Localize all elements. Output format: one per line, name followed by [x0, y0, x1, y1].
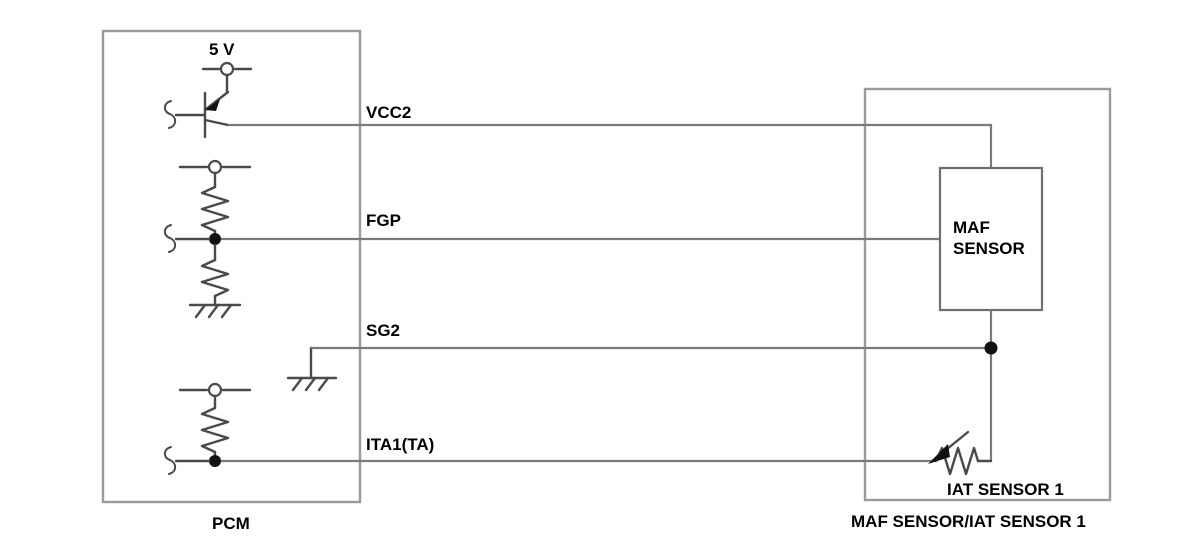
wire-vcc2-path	[228, 123, 993, 168]
ita1-junction-dot	[209, 455, 221, 467]
ita1-supply-node	[207, 382, 223, 398]
sensor-assembly-module	[863, 87, 1112, 502]
fgp-supply-node	[207, 159, 223, 175]
iat-sensor-thermistor	[928, 430, 993, 476]
transistor-emitter-lead	[203, 90, 230, 112]
ground-sg2-hatch-2	[304, 376, 317, 392]
wire-sg2	[311, 310, 998, 461]
sensor-assembly-caption: MAF SENSOR/IAT SENSOR 1	[851, 512, 1086, 531]
signal-label-fgp: FGP	[366, 211, 401, 230]
thermistor-iat-arrow-head	[928, 444, 950, 464]
pcm-caption: PCM	[212, 514, 250, 533]
supply-terminal-node	[219, 61, 235, 77]
supply-label-5v: 5 V	[209, 40, 235, 59]
pnp-transistor	[174, 90, 230, 139]
ground-fgp-hatch-2	[207, 303, 220, 319]
ground-sg2-hatch-3	[317, 376, 330, 392]
transistor-collector-lead	[203, 118, 230, 127]
ground-sg2	[286, 376, 338, 392]
maf-sensor-box	[938, 166, 1044, 312]
pcm-module	[101, 29, 362, 504]
pcm-pin-ita1	[163, 446, 211, 475]
pcm-pin-fgp-squiggle	[163, 224, 177, 253]
pcm-pin-ita1-squiggle	[163, 446, 177, 475]
transistor-emitter-arrow	[205, 99, 220, 111]
sensor-assembly-box	[863, 87, 1112, 502]
pulldown-resistor-fgp	[200, 258, 230, 298]
wire-vcc2	[228, 123, 993, 168]
signal-label-ita1: ITA1(TA)	[366, 435, 434, 454]
sg2-ground-network	[286, 346, 338, 392]
maf-sensor-label-line1: MAF	[953, 218, 990, 237]
fgp-divider-network	[178, 159, 252, 319]
pullup-resistor-ita1	[200, 406, 230, 454]
pcm-pin-vcc2	[163, 100, 177, 129]
signal-label-sg2: SG2	[366, 321, 400, 340]
pullup-resistor-fgp	[200, 185, 230, 233]
maf-sensor: MAF SENSOR	[938, 166, 1044, 312]
ita1-pullup-network	[178, 382, 252, 467]
pcm-pin-vcc2-squiggle	[163, 100, 177, 129]
maf-sensor-label-line2: SENSOR	[953, 239, 1025, 258]
iat-sensor-caption: IAT SENSOR 1	[947, 480, 1064, 499]
pcm-box	[101, 29, 362, 504]
signal-label-vcc2: VCC2	[366, 103, 411, 122]
sg2-junction-dot	[984, 341, 998, 355]
ground-fgp-hatch-1	[194, 303, 207, 319]
pcm-pin-fgp	[163, 224, 211, 253]
ground-fgp	[188, 303, 242, 319]
supply-terminal-5v	[201, 61, 253, 94]
ground-fgp-hatch-3	[220, 303, 233, 319]
ground-sg2-hatch-1	[291, 376, 304, 392]
thermistor-iat-zigzag	[934, 446, 980, 476]
fgp-junction-dot	[209, 233, 221, 245]
